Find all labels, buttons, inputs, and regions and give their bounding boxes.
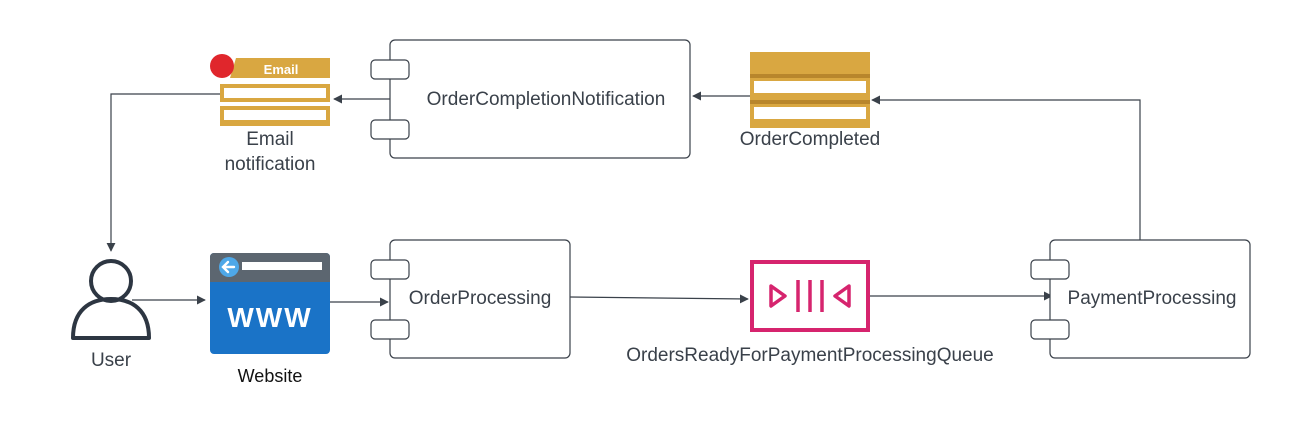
- edge-payment-processing-to-order-completed: [871, 95, 1141, 240]
- edges: [106, 91, 1141, 307]
- www-browser-icon: WWW: [210, 253, 330, 354]
- email-notification-label-line-1: Email: [246, 129, 294, 150]
- queue-label: OrdersReadyForPaymentProcessingQueue: [626, 345, 994, 366]
- website-label: Website: [238, 366, 303, 386]
- edge-email-to-user: [106, 93, 220, 252]
- queue-node[interactable]: OrdersReadyForPaymentProcessingQueue: [626, 260, 994, 366]
- user-node[interactable]: User: [71, 259, 151, 371]
- payment-processing-label: PaymentProcessing: [1068, 288, 1237, 309]
- email-notification-label-line-2: notification: [225, 154, 316, 175]
- order-completed-node[interactable]: OrderCompleted: [740, 52, 880, 150]
- notification-dot-icon: [210, 54, 234, 78]
- order-processing-component[interactable]: OrderProcessing: [370, 239, 571, 359]
- order-processing-label: OrderProcessing: [409, 288, 552, 309]
- email-badge-text: Email: [264, 62, 299, 77]
- user-icon: [71, 259, 151, 340]
- order-completion-notification-component[interactable]: OrderCompletionNotification: [370, 39, 691, 159]
- order-completed-label: OrderCompleted: [740, 129, 880, 150]
- order-completion-notification-label: OrderCompletionNotification: [427, 89, 666, 110]
- topic-icon: [750, 52, 870, 128]
- email-notification-icon: Email: [210, 54, 330, 126]
- edge-order-processing-to-queue: [569, 294, 749, 304]
- website-node[interactable]: WWW Website: [210, 253, 330, 386]
- www-text: WWW: [227, 302, 312, 333]
- payment-processing-component[interactable]: PaymentProcessing: [1030, 239, 1251, 359]
- queue-icon: [750, 260, 870, 332]
- email-notification-node[interactable]: Email Email notification: [210, 54, 330, 175]
- user-label: User: [91, 350, 132, 371]
